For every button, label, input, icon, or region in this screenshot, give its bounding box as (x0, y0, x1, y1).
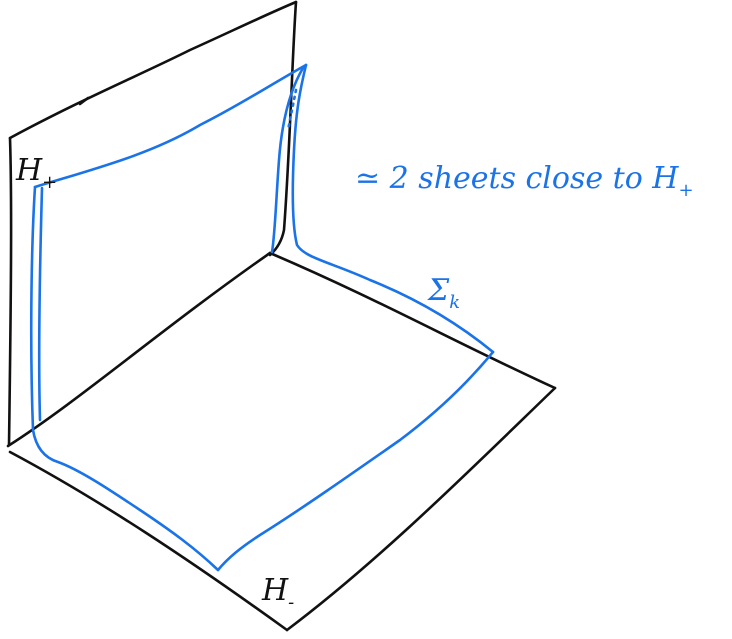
plane-h-plus-left-edge (7, 136, 13, 447)
plane-h-minus-left-edge (8, 450, 289, 632)
plane-h-minus-back-edge (6, 251, 272, 448)
plane-h-plus (7, 0, 298, 447)
sigma-top-edge (33, 63, 308, 189)
sigma-left-sheet-inner (37, 186, 44, 422)
sigma-right-sheet-inner (270, 66, 305, 254)
plane-h-minus-right-edge (268, 251, 557, 390)
plane-h-plus-top-edge (8, 0, 298, 140)
annotation-two-sheets: ≃ 2 sheets close to H+ (355, 161, 694, 201)
plane-h-minus (6, 251, 557, 632)
label-sigma-k: Σk (427, 273, 460, 313)
plane-h-minus-front-edge (285, 386, 557, 632)
sigma-front-edge (216, 350, 495, 572)
plane-h-plus-right-edge (268, 0, 298, 257)
sigma-right-sheet (291, 63, 495, 354)
plane-h-plus-small-mark (78, 96, 90, 106)
label-h-minus: H- (261, 573, 294, 613)
sigma-left-sheet (29, 185, 220, 572)
sigma-dotted-mark (286, 88, 298, 132)
surface-sigma-k (29, 63, 495, 572)
label-h-plus: H+ (15, 153, 57, 193)
